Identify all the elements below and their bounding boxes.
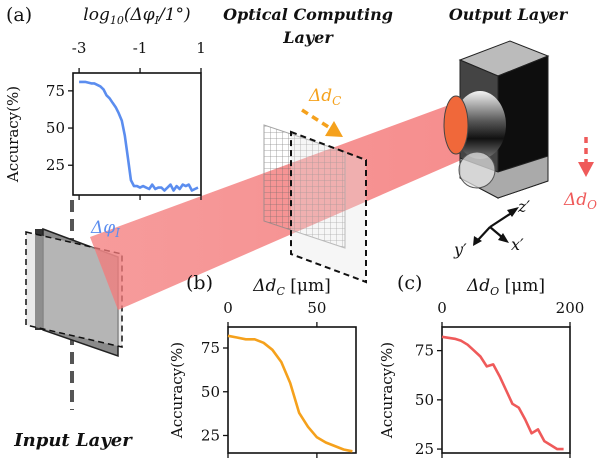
chart-b: ΔdC [μm] 0 50 25 50 75 Accuracy(%) — [168, 276, 357, 458]
diffractive-grid-plate — [290, 130, 367, 284]
output-layer-device — [443, 40, 594, 199]
plot-frame — [441, 326, 571, 454]
y-tick-label: 75 — [46, 82, 65, 100]
x-tick-label: -1 — [133, 39, 148, 57]
y-tick-label: 50 — [46, 119, 65, 137]
input-plate-rotated — [25, 231, 123, 348]
detector-cylinder-upper — [454, 91, 506, 159]
series-line — [79, 80, 199, 192]
delta-dc-label: ΔdC — [308, 86, 341, 108]
y-tick-label: 75 — [415, 342, 434, 360]
delta-phi-i-label: ΔφI — [90, 218, 120, 240]
series-line — [227, 334, 353, 453]
chart-c: ΔdO [μm] 0 200 25 50 75 Accuracy(%) — [378, 276, 584, 458]
delta-dc-arrowhead — [325, 121, 343, 137]
axis-z-label: z′ — [517, 197, 530, 216]
x-tick-label: -3 — [72, 39, 87, 57]
delta-do-arrowhead — [578, 162, 594, 177]
plot-frame — [72, 72, 202, 196]
delta-do-label: ΔdO — [563, 190, 597, 212]
chart-title: ΔdO [μm] — [466, 276, 545, 298]
axis-y-label: y′ — [453, 240, 467, 259]
coordinate-axes — [473, 207, 519, 246]
optical-layer-title-2: Layer — [282, 28, 334, 47]
y-tick-label: 25 — [46, 156, 65, 174]
y-tick-label: 25 — [415, 440, 434, 458]
y-axis-label: Accuracy(%) — [168, 342, 186, 439]
optical-computing-layer — [263, 108, 367, 284]
chart-a: log10(ΔφI/1°) -3 -1 1 25 50 75 Accuracy(%) — [4, 5, 206, 200]
x-tick-label: 1 — [196, 39, 206, 57]
plot-frame — [227, 326, 357, 454]
y-tick-label: 50 — [415, 391, 434, 409]
y-tick-label: 75 — [201, 339, 220, 357]
input-layer-title: Input Layer — [13, 430, 133, 451]
panel-c-label: (c) — [397, 272, 422, 294]
panel-b-label: (b) — [186, 272, 213, 294]
y-axis-label: Accuracy(%) — [378, 342, 396, 439]
y-axis-label: Accuracy(%) — [4, 86, 22, 183]
detector-cylinder-lower — [458, 151, 496, 189]
y-tick-label: 50 — [201, 383, 220, 401]
output-layer-title: Output Layer — [449, 5, 569, 24]
series-line — [441, 335, 564, 451]
x-tick-label: 0 — [223, 299, 233, 317]
x-tick-label: 0 — [437, 299, 447, 317]
detector-aperture — [443, 95, 469, 155]
chart-title: log10(ΔφI/1°) — [83, 5, 190, 27]
delta-dc-arrow — [301, 108, 331, 130]
diffractive-grid-shadow — [263, 124, 346, 249]
y-tick-label: 25 — [201, 427, 220, 445]
axis-x-label: x′ — [511, 235, 524, 254]
optical-layer-title-1: Optical Computing — [223, 5, 393, 24]
x-tick-label: 200 — [556, 299, 585, 317]
chart-title: ΔdC [μm] — [252, 276, 330, 298]
panel-a-label: (a) — [6, 4, 32, 26]
x-tick-label: 50 — [307, 299, 326, 317]
